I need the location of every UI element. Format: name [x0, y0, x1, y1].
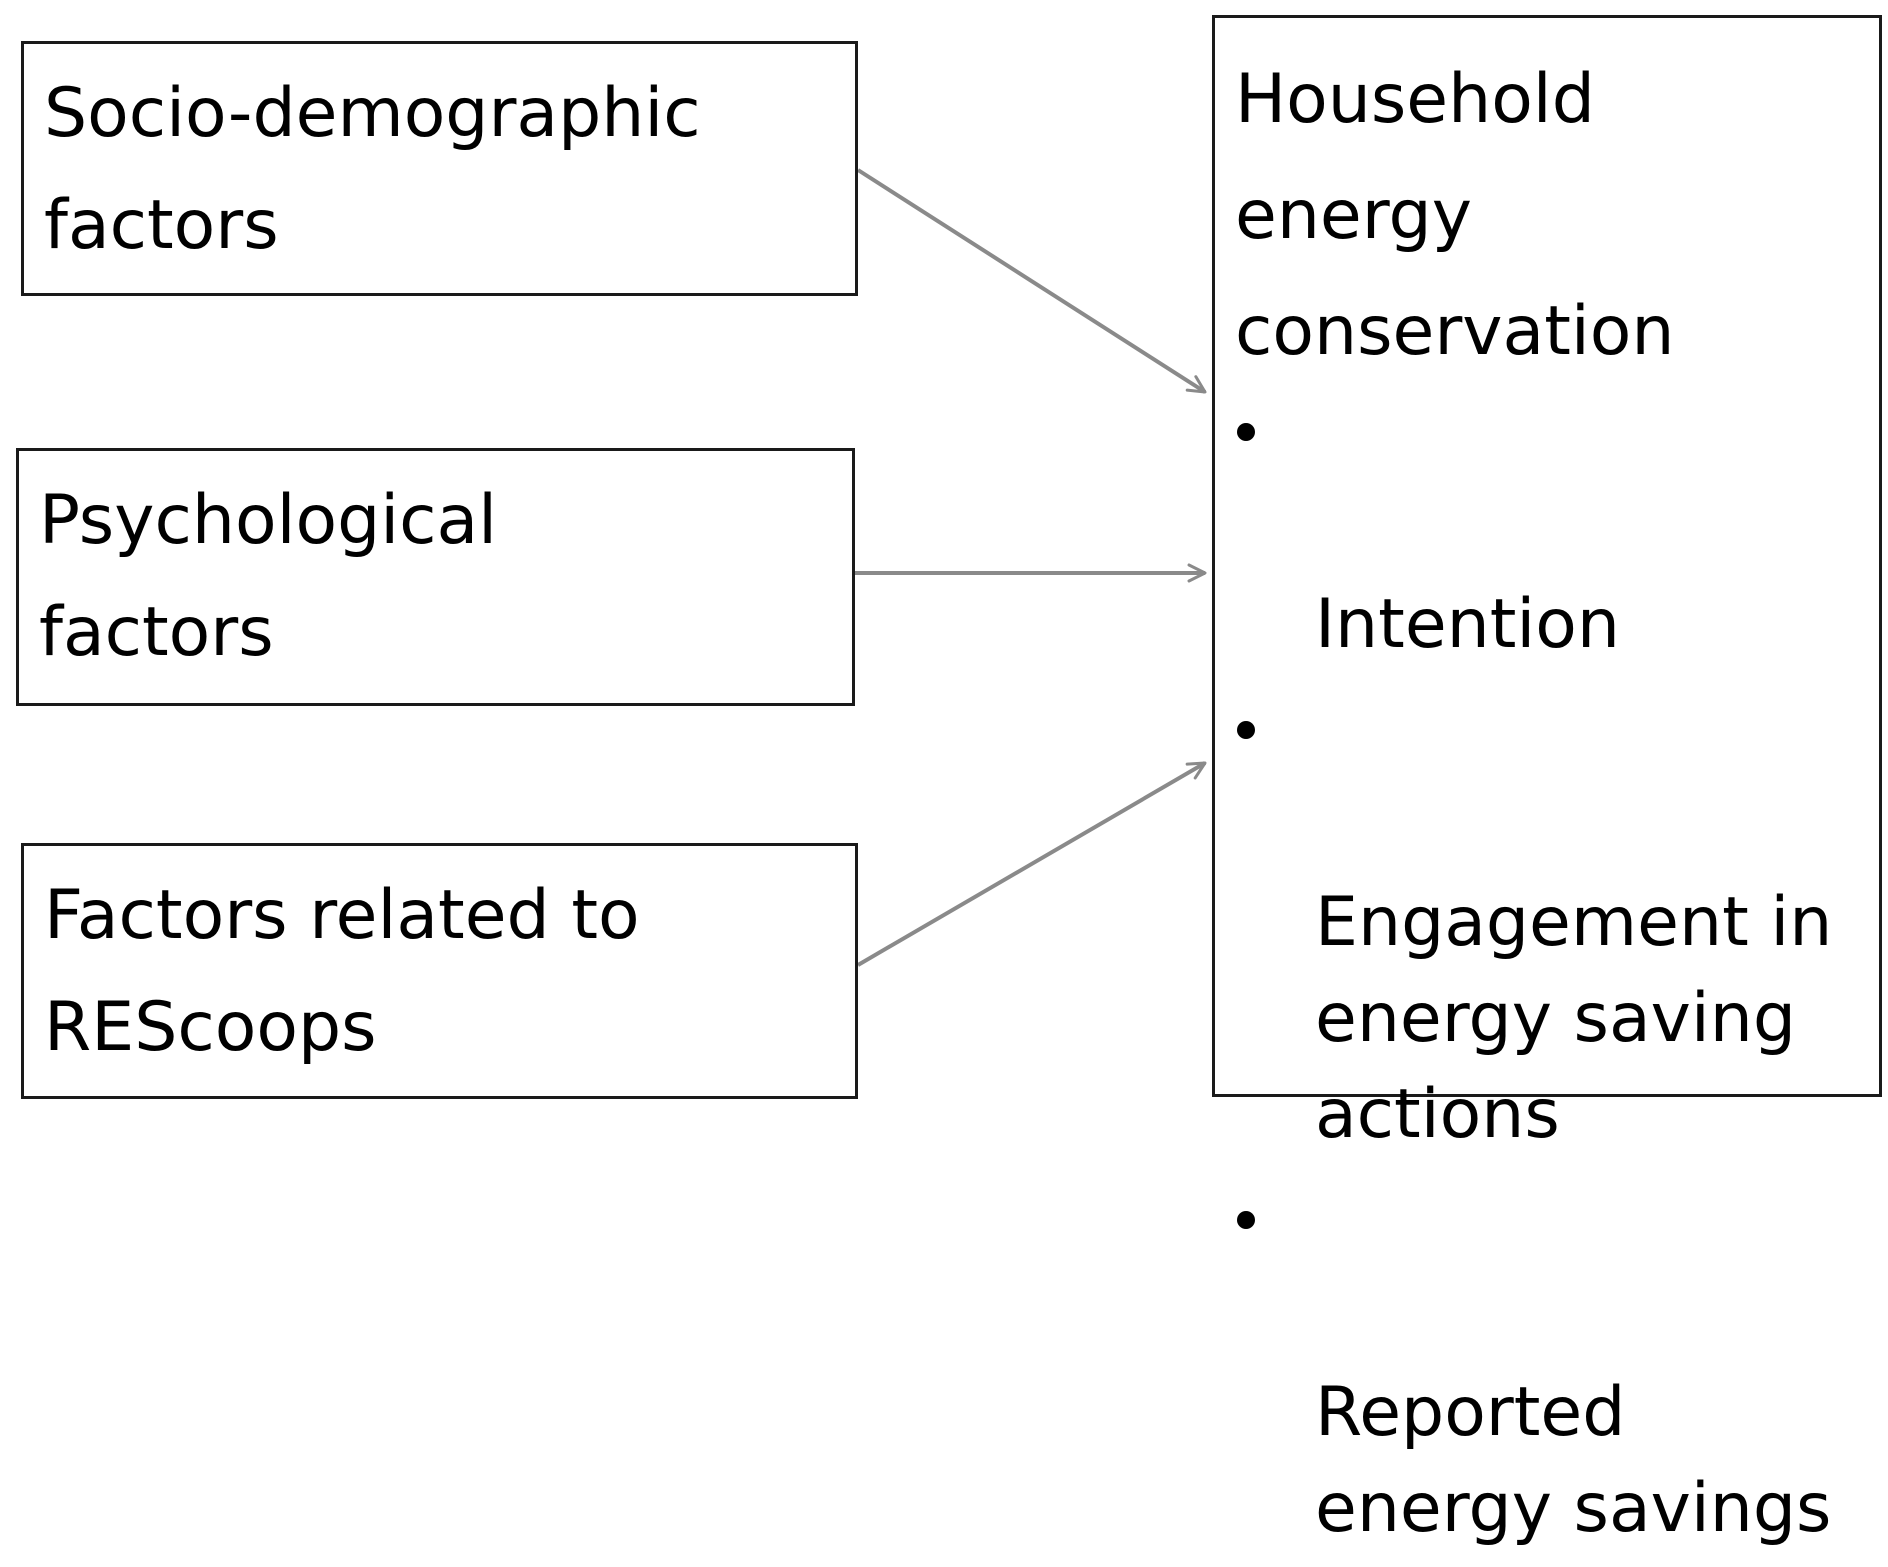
- household-energy-conservation-box: Household energy conservation Intention …: [1212, 15, 1882, 1548]
- outcome-item-reported-savings: Reported energy savings: [1215, 1173, 1832, 1557]
- socio-demographic-factors-box: Socio-demographic factors: [21, 41, 858, 296]
- rescoops-factors-label: Factors related to REScoops: [44, 876, 640, 1067]
- bullet-icon: [1237, 721, 1255, 739]
- socio-demographic-factors-label: Socio-demographic factors: [44, 74, 701, 265]
- psychological-factors-label: Psychological factors: [39, 481, 498, 672]
- bullet-icon: [1237, 423, 1255, 441]
- outcome-label: Engagement in energy saving actions: [1315, 883, 1833, 1154]
- household-energy-conservation-title: Household energy conservation: [1235, 60, 1675, 371]
- outcome-item-engagement: Engagement in energy saving actions: [1215, 683, 1832, 1163]
- outcome-item-intention: Intention: [1215, 385, 1832, 673]
- psychological-factors-box: Psychological factors: [16, 448, 855, 706]
- outcome-label: Reported energy savings: [1315, 1373, 1832, 1548]
- outcome-label: Intention: [1315, 585, 1621, 664]
- bullet-icon: [1237, 1211, 1255, 1229]
- outcome-list: Intention Engagement in energy saving ac…: [1215, 385, 1832, 1567]
- rescoops-factors-box: Factors related to REScoops: [21, 843, 858, 1099]
- arrow-rescoops-to-household: [856, 761, 1207, 967]
- arrow-socio-to-household: [856, 168, 1207, 394]
